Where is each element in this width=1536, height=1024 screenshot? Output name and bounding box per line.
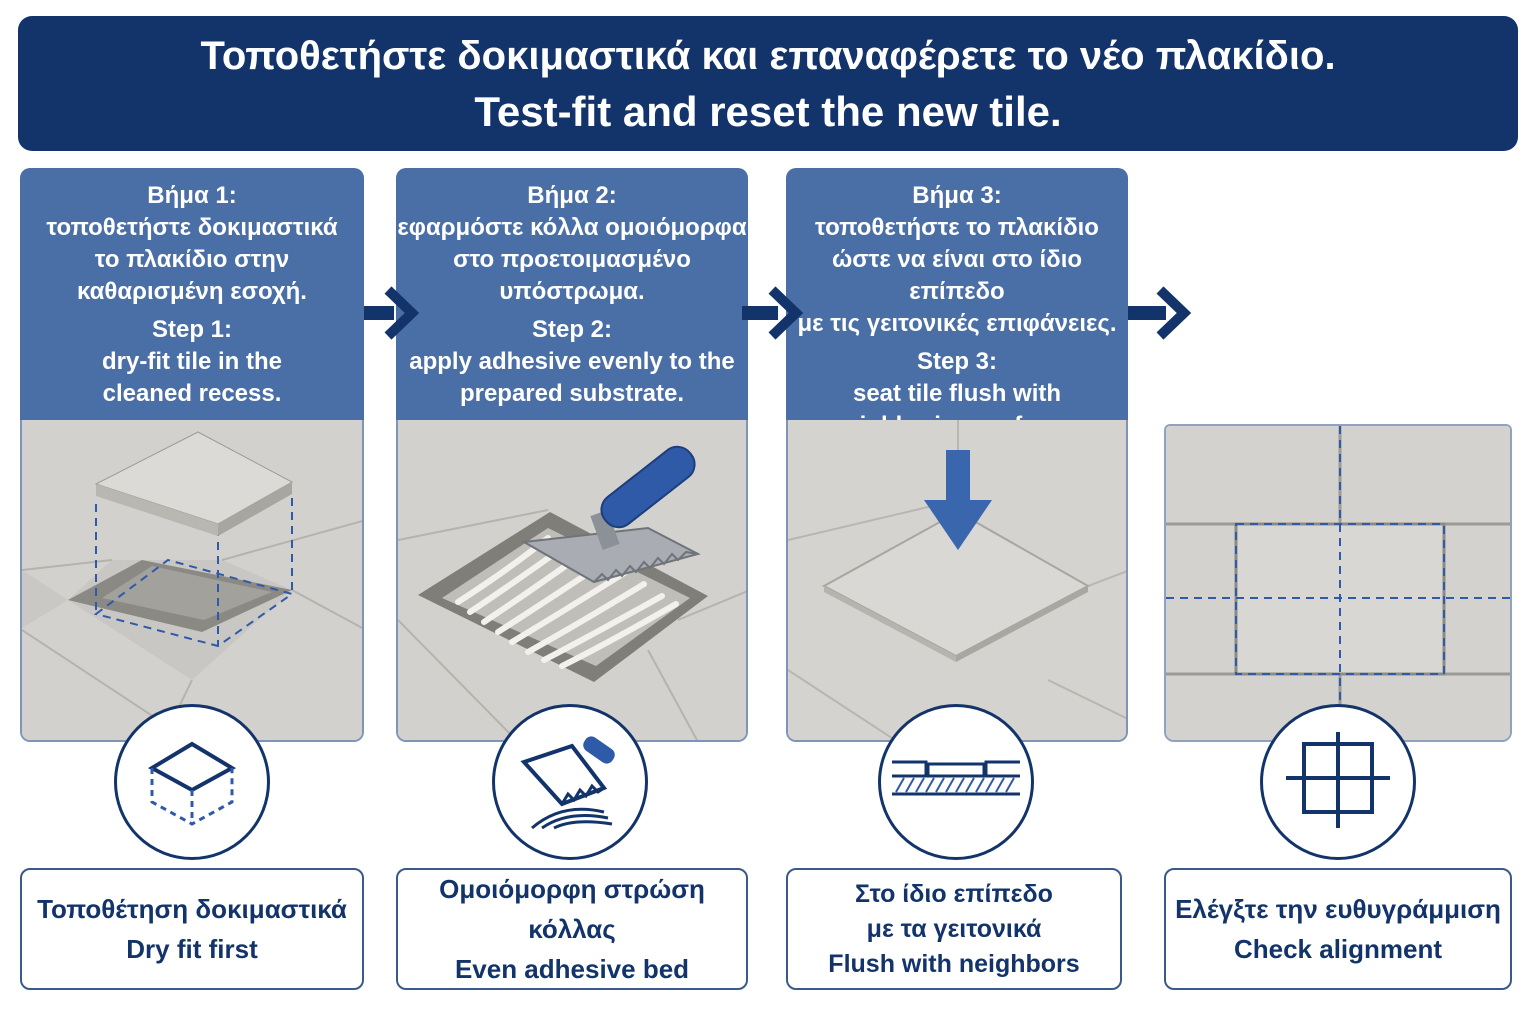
- step-2-greek-line: στο προετοιμασμένο: [453, 246, 691, 273]
- step-1-english-heading: Step 1:: [151, 316, 232, 343]
- step-3-greek-line: τοποθετήστε το πλακίδιο: [815, 214, 1099, 241]
- step-3-english-heading: Step 3:: [916, 348, 997, 375]
- flush-circle: [878, 704, 1034, 860]
- step-1-greek-line: καθαρισμένη εσοχή.: [77, 278, 307, 305]
- dry-fit-circle: [114, 704, 270, 860]
- step-3-greek-line: με τις γειτονικές επιφάνειες.: [797, 310, 1117, 337]
- step-1-english-line: cleaned recess.: [102, 380, 282, 407]
- arrow-right-icon: [742, 286, 804, 340]
- step-2-english-heading: Step 2:: [531, 316, 612, 343]
- step-2-label-greek: Ομοιόμορφη στρώση κόλλας: [439, 874, 705, 944]
- arrow-right-icon: [364, 286, 420, 340]
- step-2-header: Βήμα 2: εφαρμόστε κόλλα ομοιόμορφα στο π…: [396, 168, 748, 420]
- step-1-header: Βήμα 1: τοποθετήστε δοκιμαστικά το πλακί…: [20, 168, 364, 420]
- flush-level-icon: [892, 760, 1020, 796]
- step-4-illustration: [1164, 424, 1512, 742]
- step-2-greek-line: υπόστρωμα.: [499, 278, 645, 305]
- step-1-greek-line: τοποθετήστε δοκιμαστικά: [46, 214, 338, 241]
- alignment-circle: [1260, 704, 1416, 860]
- trowel-icon: [520, 736, 615, 830]
- step-4-label-english: Check alignment: [1233, 934, 1443, 964]
- title-banner: Τοποθετήστε δοκιμαστικά και επαναφέρετε …: [18, 16, 1518, 151]
- grid-alignment-icon: [1286, 732, 1390, 828]
- step-3-label: Στο ίδιο επίπεδο με τα γειτονικά Flush w…: [786, 868, 1122, 990]
- step-1-greek-heading: Βήμα 1:: [147, 182, 237, 209]
- step-1-label-english: Dry fit first: [126, 934, 258, 964]
- step-3-label-greek: με τα γειτονικά: [866, 914, 1042, 943]
- dry-fit-tile-icon: [147, 741, 237, 826]
- step-2-greek-heading: Βήμα 2:: [527, 182, 617, 209]
- step-1-english-line: dry-fit tile in the: [102, 348, 282, 375]
- step-2-illustration: [396, 420, 748, 742]
- step-3-greek-heading: Βήμα 3:: [912, 182, 1002, 209]
- step-2-english-line: prepared substrate.: [459, 380, 685, 407]
- step-3-header: Βήμα 3: τοποθετήστε το πλακίδιο ώστε να …: [786, 168, 1128, 439]
- step-3-english-line: seat tile flush with: [852, 380, 1062, 407]
- step-4-label: Ελέγξτε την ευθυγράμμιση Check alignment: [1164, 868, 1512, 990]
- step-3-label-english: Flush with neighbors: [828, 949, 1080, 978]
- adhesive-circle: [492, 704, 648, 860]
- step-4-label-greek: Ελέγξτε την ευθυγράμμιση: [1175, 894, 1501, 924]
- step-1-illustration: [20, 420, 364, 742]
- arrow-right-icon: [1128, 286, 1192, 340]
- step-2-label-english: Even adhesive bed: [454, 954, 690, 984]
- step-3-illustration: [786, 420, 1128, 742]
- title-greek: Τοποθετήστε δοκιμαστικά και επαναφέρετε …: [200, 33, 1336, 78]
- step-1-label-greek: Τοποθέτηση δοκιμαστικά: [37, 894, 347, 924]
- title-english: Test-fit and reset the new tile.: [474, 87, 1062, 135]
- step-2-english-line: apply adhesive evenly to the: [409, 348, 735, 375]
- step-2-greek-line: εφαρμόστε κόλλα ομοιόμορφα: [397, 214, 747, 241]
- step-3-greek-line: ώστε να είναι στο ίδιο επίπεδο: [831, 246, 1083, 305]
- step-2-label: Ομοιόμορφη στρώση κόλλας Even adhesive b…: [396, 868, 748, 990]
- step-1-greek-line: το πλακίδιο στην: [94, 246, 290, 273]
- step-1-label: Τοποθέτηση δοκιμαστικά Dry fit first: [20, 868, 364, 990]
- step-3-label-greek: Στο ίδιο επίπεδο: [855, 879, 1053, 908]
